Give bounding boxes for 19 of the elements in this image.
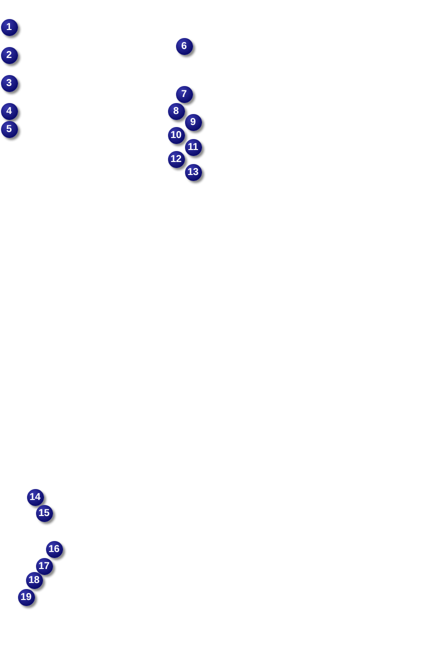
callout-number: 6 <box>176 38 192 54</box>
callout-number: 13 <box>184 164 202 180</box>
callout-number: 16 <box>46 540 62 558</box>
callout-number: 19 <box>18 588 34 606</box>
callout-number: 8 <box>168 102 184 120</box>
callout-number: 18 <box>26 572 42 588</box>
callout-number: 12 <box>168 150 184 168</box>
callout-number: 5 <box>0 120 18 138</box>
callout-number: 17 <box>36 558 52 574</box>
callout-number: 14 <box>26 488 44 506</box>
callout-number: 10 <box>168 126 184 144</box>
callout-number: 7 <box>176 86 192 102</box>
callout-number: 3 <box>0 74 18 92</box>
callout-number: 15 <box>36 504 52 522</box>
callout-number: 9 <box>184 114 202 130</box>
callout-number: 11 <box>184 138 202 156</box>
callout-number: 2 <box>0 46 18 64</box>
callout-number: 1 <box>0 18 18 36</box>
callout-number: 4 <box>0 102 18 120</box>
